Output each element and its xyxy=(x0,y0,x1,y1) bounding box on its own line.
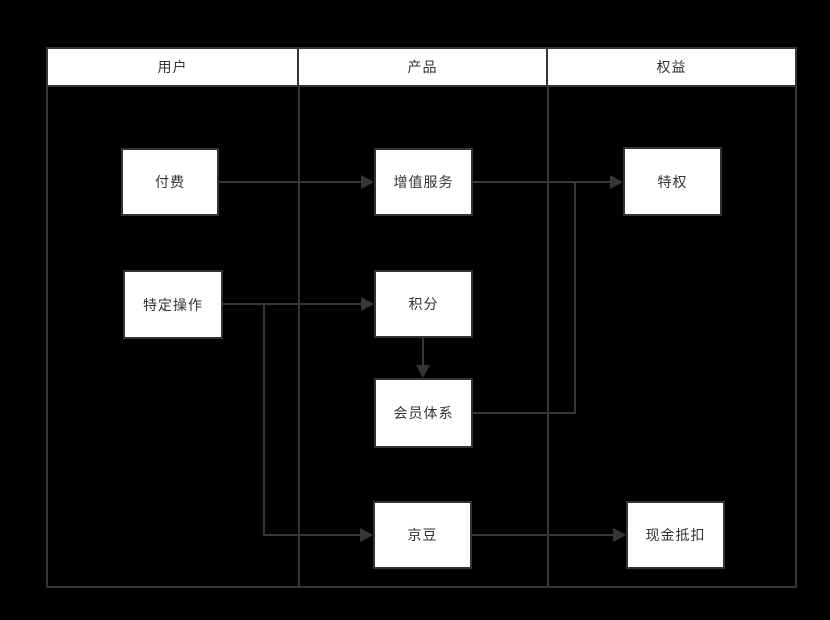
edge-membership-system-to-privilege-vertical xyxy=(574,181,576,414)
node-membership-system: 会员体系 xyxy=(374,378,473,448)
lane-header-users-label: 用户 xyxy=(157,59,188,75)
arrowhead-icon xyxy=(361,175,374,189)
arrowhead-icon xyxy=(360,528,373,542)
node-specific-action-label: 特定操作 xyxy=(143,296,203,313)
lane-header-users: 用户 xyxy=(46,47,299,87)
node-jd-beans-label: 京豆 xyxy=(407,527,438,543)
edge-specific-action-to-jd-beans-vertical xyxy=(263,303,265,536)
node-value-added-service-label: 增值服务 xyxy=(393,174,454,190)
lane-divider xyxy=(547,87,549,586)
node-pay: 付费 xyxy=(121,148,219,216)
node-cash-deduction-label: 现金抵扣 xyxy=(645,527,706,543)
lane-header-products-label: 产品 xyxy=(407,59,438,75)
edge-specific-action-to-jd-beans-horizontal xyxy=(263,534,361,536)
node-privilege: 特权 xyxy=(623,147,722,216)
edge-membership-system-to-privilege-horizontal xyxy=(473,412,576,414)
arrowhead-icon xyxy=(613,528,626,542)
edge-value-added-service-to-privilege xyxy=(473,181,610,183)
lane-header-benefits: 权益 xyxy=(546,47,797,87)
node-points-label: 积分 xyxy=(408,296,439,312)
node-value-added-service: 增值服务 xyxy=(374,148,473,216)
arrowhead-icon xyxy=(610,175,623,189)
edge-points-to-membership-system xyxy=(422,338,424,366)
node-membership-system-label: 会员体系 xyxy=(393,405,454,421)
node-jd-beans: 京豆 xyxy=(373,501,472,569)
node-cash-deduction: 现金抵扣 xyxy=(626,501,725,569)
edge-specific-action-to-points xyxy=(223,303,362,305)
node-points: 积分 xyxy=(374,270,473,338)
arrowhead-icon xyxy=(361,297,374,311)
lane-divider xyxy=(298,87,300,586)
arrowhead-icon xyxy=(416,365,430,378)
edge-jd-beans-to-cash-deduction xyxy=(472,534,613,536)
node-privilege-label: 特权 xyxy=(657,173,688,190)
lane-header-benefits-label: 权益 xyxy=(656,59,687,75)
node-pay-label: 付费 xyxy=(155,174,185,190)
lane-header-products: 产品 xyxy=(297,47,548,87)
edge-pay-to-value-added-service xyxy=(219,181,362,183)
node-specific-action: 特定操作 xyxy=(123,270,223,339)
